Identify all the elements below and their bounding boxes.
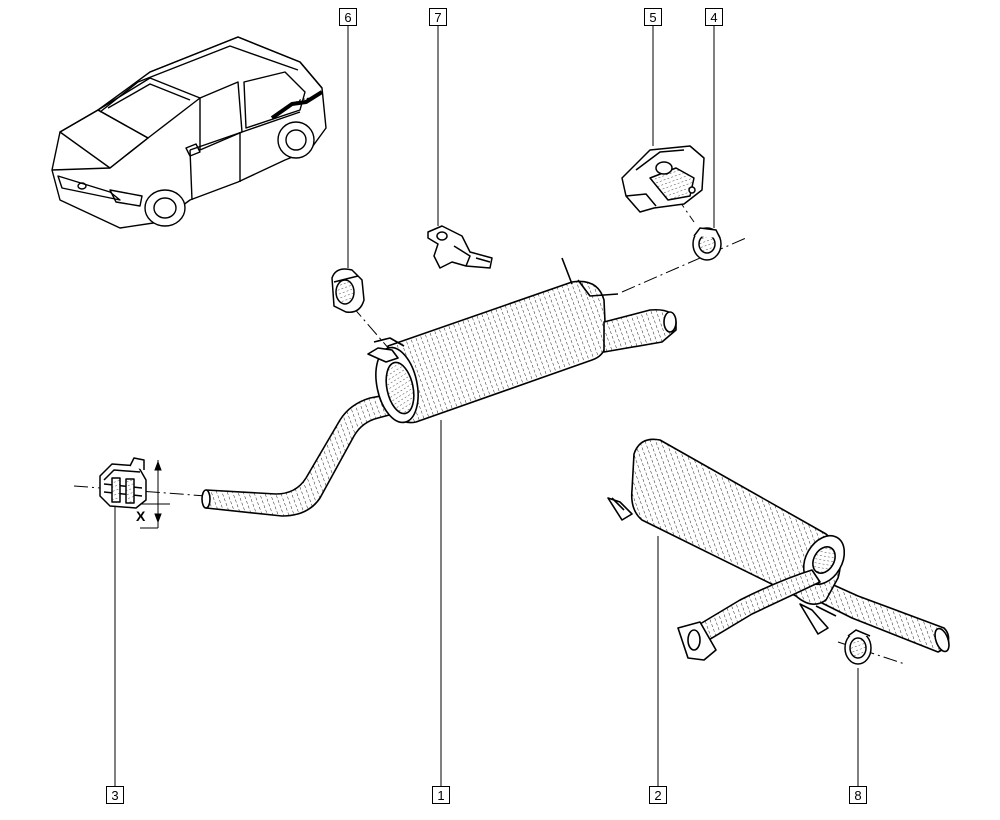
callout-6: 6 xyxy=(339,8,357,26)
leader-lines xyxy=(114,26,859,786)
callout-5: 5 xyxy=(644,8,662,26)
callout-7: 7 xyxy=(429,8,447,26)
rubber-mount-8 xyxy=(844,629,872,665)
callout-4: 4 xyxy=(705,8,723,26)
callout-8: 8 xyxy=(849,786,867,804)
callout-1: 1 xyxy=(432,786,450,804)
callout-2: 2 xyxy=(649,786,667,804)
rubber-mount-4 xyxy=(692,227,722,261)
hanger-7 xyxy=(427,225,493,269)
rear-silencer-assembly xyxy=(607,438,950,661)
dimension-x xyxy=(140,460,170,529)
front-silencer-assembly xyxy=(201,257,677,517)
vehicle-illustration xyxy=(51,36,327,229)
exhaust-clamp xyxy=(99,457,147,509)
mounting-bracket-5 xyxy=(621,145,705,213)
callout-3: 3 xyxy=(106,786,124,804)
dimension-x-label: X xyxy=(136,508,146,524)
rubber-bush-6 xyxy=(331,268,365,313)
